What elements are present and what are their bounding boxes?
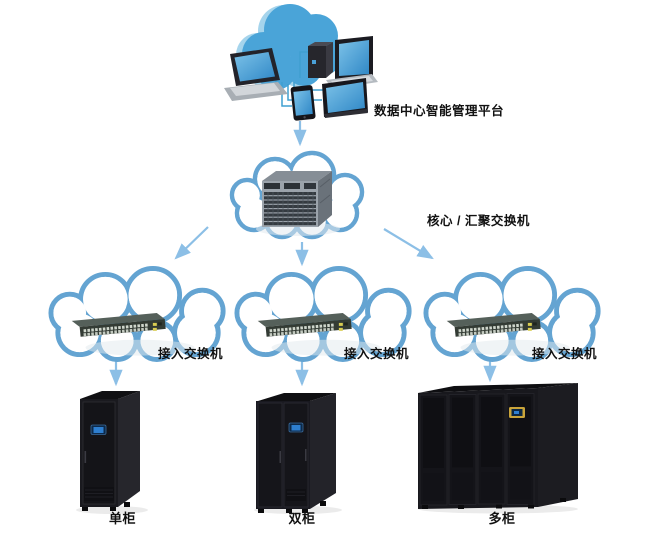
cabinet-screen bbox=[509, 407, 525, 418]
cabinet-screen bbox=[90, 424, 107, 435]
vent-slats bbox=[84, 487, 114, 501]
platform-group-icon bbox=[224, 4, 378, 121]
arrow-core-to-access-right bbox=[383, 228, 434, 260]
cabinet-screen bbox=[288, 422, 304, 433]
smartphone-icon bbox=[290, 85, 316, 121]
double-cabinet-icon bbox=[254, 393, 342, 514]
access-label-left: 接入交换机 bbox=[158, 347, 224, 361]
cabinet-label-single: 单柜 bbox=[108, 511, 136, 526]
access-switch-group-mid-icon bbox=[234, 266, 412, 362]
access-switch-icon bbox=[71, 313, 166, 337]
access-switch-group-left-icon bbox=[48, 266, 226, 362]
access-switch-group-right-icon bbox=[423, 266, 601, 362]
desktop-tower-icon bbox=[308, 42, 333, 78]
chassis-switch-icon bbox=[262, 171, 332, 227]
cloud-icon bbox=[48, 266, 226, 362]
laptop-icon bbox=[224, 48, 288, 101]
cabinet-label-multi: 多柜 bbox=[488, 511, 516, 526]
cabinet-label-double: 双柜 bbox=[288, 511, 316, 526]
multi-cabinet-icon bbox=[418, 383, 578, 514]
display-icon bbox=[322, 78, 368, 118]
core-label: 核心 / 汇聚交换机 bbox=[427, 214, 530, 228]
access-switch-icon bbox=[257, 313, 352, 337]
access-label-right: 接入交换机 bbox=[532, 347, 598, 361]
cloud-icon bbox=[234, 266, 412, 362]
cloud-icon bbox=[423, 266, 601, 362]
access-switch-icon bbox=[446, 313, 541, 337]
core-switch-group-icon bbox=[229, 150, 365, 240]
arrow-core-to-access-left bbox=[174, 226, 209, 260]
vent-slats bbox=[286, 489, 306, 501]
access-label-mid: 接入交换机 bbox=[344, 347, 410, 361]
cabinet-doors bbox=[419, 393, 535, 506]
single-cabinet-icon bbox=[76, 391, 148, 514]
platform-label: 数据中心智能管理平台 bbox=[374, 104, 505, 118]
